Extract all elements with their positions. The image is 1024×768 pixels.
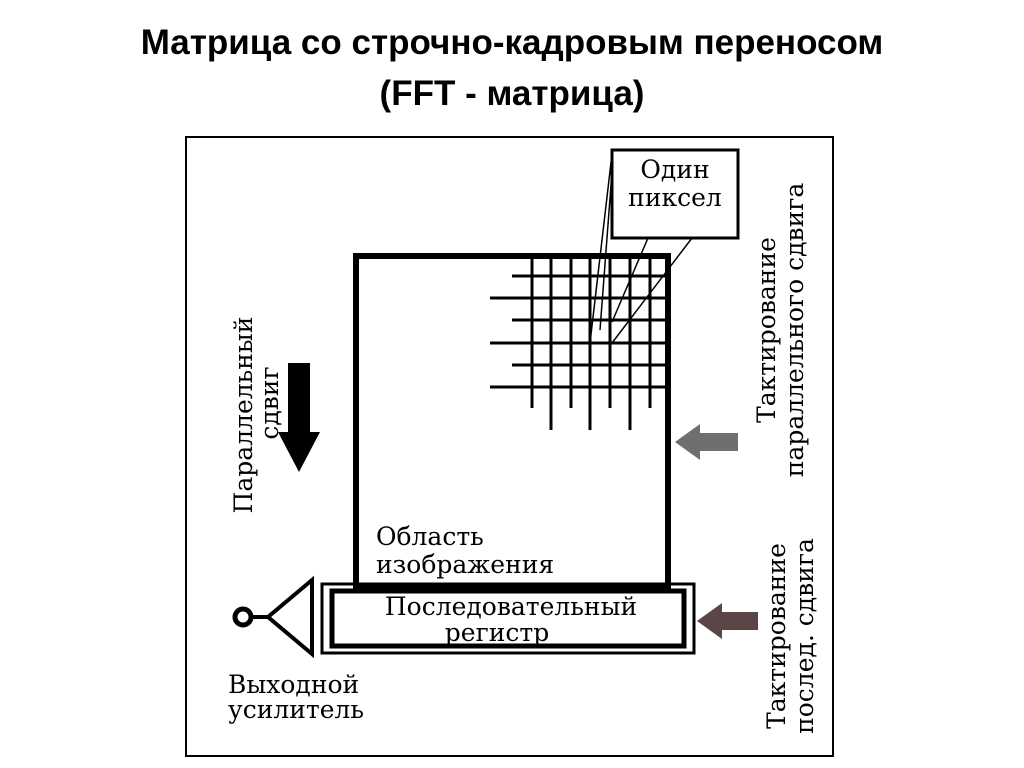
output-amplifier-triangle — [264, 575, 314, 659]
pixel-callout-box — [610, 148, 740, 240]
pixel-grid — [490, 256, 668, 430]
serial-register-label-line-2: регистр — [445, 618, 549, 647]
parallel-clock-label-line-1: Тактирование — [752, 237, 781, 423]
output-amp-label-line-2: усилитель — [228, 695, 364, 724]
serial-register-inner-rect — [329, 588, 687, 649]
title-line-2: (FFT - матрица) — [379, 74, 645, 113]
pixel-callout-lines — [589, 153, 693, 344]
output-terminal — [232, 606, 254, 628]
pixel-label-line-1: Один — [640, 155, 709, 184]
serial-clock-label-line-2: послед. сдвига — [790, 538, 819, 734]
output-amp-label-line-1: Выходной — [228, 670, 359, 699]
serial-register-label-line-1: Последовательный — [385, 592, 637, 621]
image-area-label-line-1: Область — [376, 522, 484, 551]
image-area-rect — [353, 253, 671, 589]
parallel-clock-arrow — [675, 424, 738, 460]
title-line-1: Матрица со строчно-кадровым переносом — [140, 23, 884, 62]
serial-clock-arrow — [697, 603, 758, 639]
parallel-shift-label-line-1: Параллельный — [229, 317, 258, 514]
serial-clock-label-line-1: Тактирование — [762, 543, 791, 729]
parallel-shift-label-line-2: сдвиг — [255, 366, 284, 439]
pixel-label-line-2: пиксел — [628, 183, 722, 212]
parallel-clock-label-line-2: параллельного сдвига — [780, 183, 809, 478]
parallel-shift-arrow — [278, 363, 320, 472]
outer-frame — [185, 136, 834, 757]
image-area-label-line-2: изображения — [376, 550, 554, 579]
serial-register-rect — [320, 582, 696, 655]
